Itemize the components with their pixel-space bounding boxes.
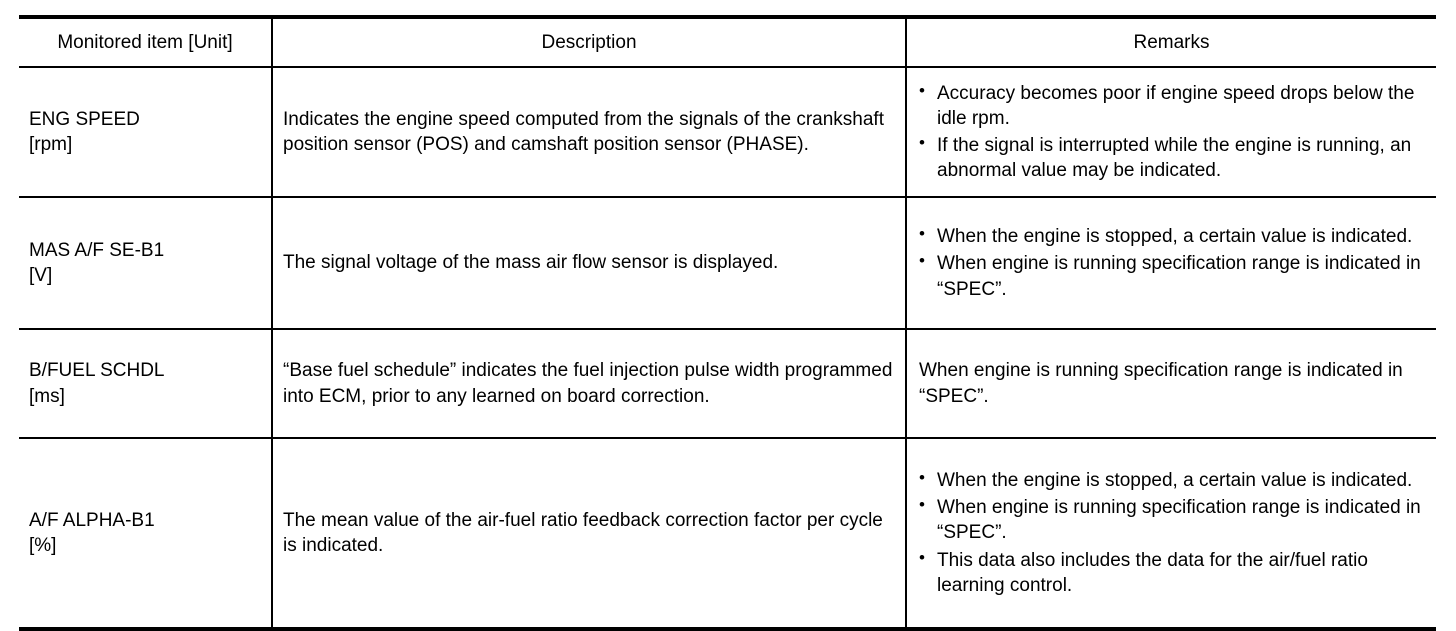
cell-monitored-item: ENG SPEED [rpm] [19, 67, 273, 198]
column-header-description: Description [272, 15, 907, 68]
list-item: When engine is running specification ran… [917, 250, 1426, 301]
monitored-item-name: B/FUEL SCHDL [29, 360, 165, 382]
list-item: When engine is running specification ran… [917, 494, 1426, 545]
list-item: If the signal is interrupted while the e… [917, 132, 1426, 183]
cell-description: The signal voltage of the mass air flow … [272, 197, 907, 330]
cell-description: “Base fuel schedule” indicates the fuel … [272, 329, 907, 439]
cell-remarks: When the engine is stopped, a certain va… [906, 197, 1436, 330]
cell-description: The mean value of the air-fuel ratio fee… [272, 438, 907, 631]
monitored-item-table: Monitored item [Unit] Description Remark… [19, 15, 1436, 631]
cell-monitored-item: MAS A/F SE-B1 [V] [19, 197, 273, 330]
column-header-monitored-item: Monitored item [Unit] [19, 15, 273, 68]
cell-remarks: Accuracy becomes poor if engine speed dr… [906, 67, 1436, 198]
monitored-item-name: ENG SPEED [29, 108, 140, 130]
cell-remarks: When engine is running specification ran… [906, 329, 1436, 439]
list-item: Accuracy becomes poor if engine speed dr… [917, 80, 1426, 131]
remarks-text: When engine is running specification ran… [919, 360, 1403, 407]
description-text: “Base fuel schedule” indicates the fuel … [283, 360, 893, 407]
table-row: ENG SPEED [rpm] Indicates the engine spe… [19, 67, 1436, 198]
list-item: When the engine is stopped, a certain va… [917, 467, 1426, 493]
monitored-item-unit: [V] [29, 265, 53, 286]
list-item: When the engine is stopped, a certain va… [917, 223, 1426, 249]
table-row: B/FUEL SCHDL [ms] “Base fuel schedule” i… [19, 329, 1436, 439]
remarks-list: When the engine is stopped, a certain va… [917, 223, 1426, 301]
remarks-list: When the engine is stopped, a certain va… [917, 467, 1426, 598]
table-body: ENG SPEED [rpm] Indicates the engine spe… [19, 67, 1436, 631]
cell-monitored-item: B/FUEL SCHDL [ms] [19, 329, 273, 439]
monitored-item-unit: [%] [29, 535, 57, 556]
cell-description: Indicates the engine speed computed from… [272, 67, 907, 198]
list-item: This data also includes the data for the… [917, 547, 1426, 598]
monitored-item-unit: [rpm] [29, 134, 73, 155]
remarks-list: Accuracy becomes poor if engine speed dr… [917, 80, 1426, 183]
cell-monitored-item: A/F ALPHA-B1 [%] [19, 438, 273, 631]
table-row: MAS A/F SE-B1 [V] The signal voltage of … [19, 197, 1436, 330]
table-header: Monitored item [Unit] Description Remark… [19, 15, 1436, 68]
monitored-item-name: MAS A/F SE-B1 [29, 239, 165, 261]
description-text: The mean value of the air-fuel ratio fee… [283, 509, 883, 556]
description-text: The signal voltage of the mass air flow … [283, 252, 779, 274]
table-row: A/F ALPHA-B1 [%] The mean value of the a… [19, 438, 1436, 631]
monitored-item-unit: [ms] [29, 385, 65, 407]
table-header-row: Monitored item [Unit] Description Remark… [19, 15, 1436, 68]
cell-remarks: When the engine is stopped, a certain va… [906, 438, 1436, 631]
monitored-item-name: A/F ALPHA-B1 [29, 509, 155, 531]
column-header-remarks: Remarks [906, 15, 1436, 68]
description-text: Indicates the engine speed computed from… [283, 108, 884, 155]
